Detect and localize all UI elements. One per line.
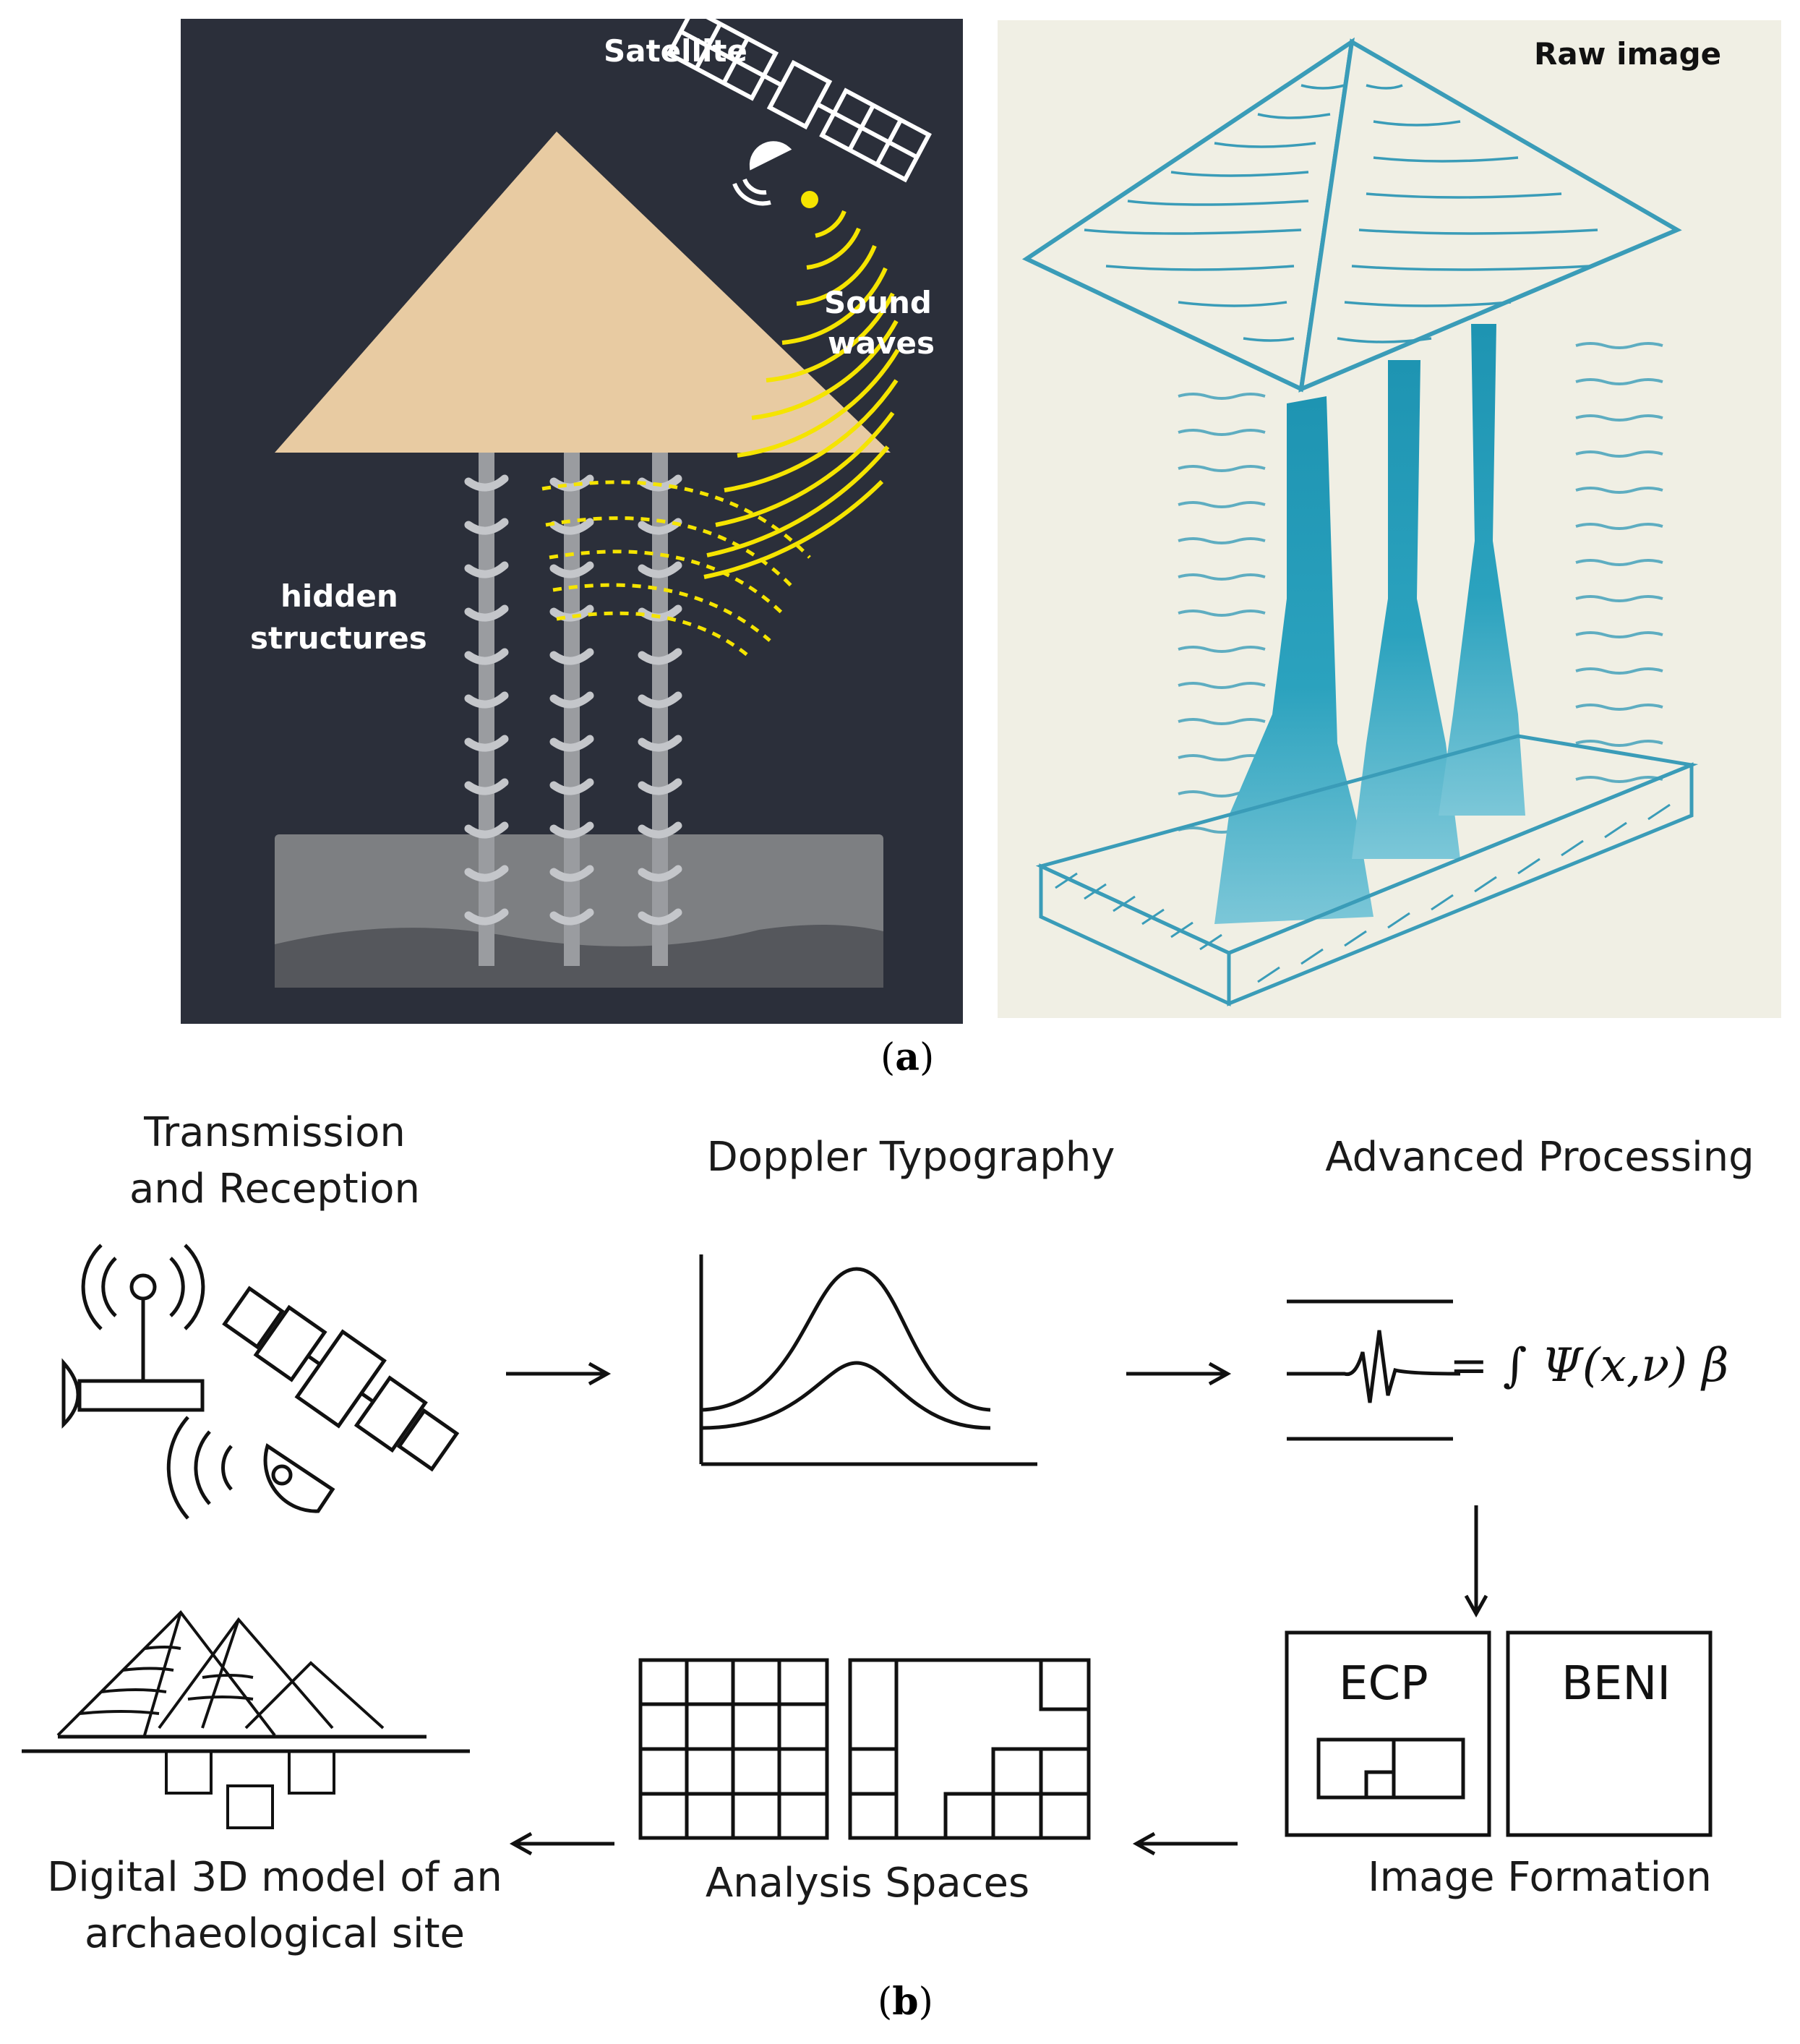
caption-a-open: (: [880, 1036, 896, 1079]
image-formation-boxes: [1285, 1630, 1713, 1837]
box-beni-label: BENI: [1561, 1657, 1671, 1711]
hidden-structures: [464, 453, 682, 966]
transmission-label: Transmission and Reception: [65, 1105, 484, 1218]
reflected-waves: [541, 480, 811, 660]
satellite-label: Satellite: [604, 33, 747, 69]
digital-3d-model-icon: [22, 1609, 470, 1829]
raw-image-panel: Raw image: [998, 20, 1781, 1018]
raw-image-illustration: [1021, 37, 1699, 1006]
sound-waves: [703, 210, 900, 579]
box-ecp-label: ECP: [1339, 1657, 1428, 1711]
caption-b-letter: b: [892, 1980, 919, 2024]
digital-model-label-line-2: archaeological site: [85, 1910, 465, 1957]
doppler-curves: [699, 1254, 1037, 1466]
image-formation-label: Image Formation: [1368, 1854, 1712, 1901]
pyramid-outline: [1021, 37, 1682, 393]
sar-illustration: [275, 19, 932, 988]
pyramid-hatching: [1084, 84, 1598, 343]
transmission-label-line-1: Transmission: [144, 1109, 406, 1156]
doppler-label: Doppler Typography: [706, 1134, 1115, 1181]
hidden-label-line-1: hidden: [280, 578, 398, 614]
formula-text: = ∫ Ψ(x,ν) β: [1449, 1339, 1729, 1393]
analysis-grids: [638, 1658, 1091, 1840]
caption-a-close: ): [920, 1036, 935, 1079]
caption-a: (a): [880, 1035, 934, 1079]
scan-lines: [1178, 342, 1663, 834]
arrow-right-1: [506, 1361, 612, 1386]
arrow-left-1: [1132, 1831, 1238, 1856]
digital-model-label: Digital 3D model of an archaeological si…: [0, 1850, 549, 1962]
antenna-satellite-icon: [61, 1244, 460, 1520]
arrow-left-2: [509, 1831, 614, 1856]
sar-illustration-panel: Satellite Sound waves hidden structures: [181, 19, 963, 1024]
caption-a-letter: a: [895, 1035, 920, 1079]
hidden-label-line-2: structures: [250, 620, 427, 656]
pyramid: [275, 132, 891, 453]
base-slab: [1035, 734, 1699, 1006]
digital-model-label-line-1: Digital 3D model of an: [47, 1854, 502, 1901]
raw-image-label: Raw image: [1534, 36, 1722, 72]
processing-signal-icon: [1287, 1299, 1461, 1441]
caption-b: (b): [878, 1980, 933, 2024]
advanced-processing-label: Advanced Processing: [1325, 1134, 1754, 1181]
transmission-label-line-2: and Reception: [129, 1166, 421, 1213]
detected-structures: [1214, 324, 1525, 924]
signal-dot: [801, 191, 818, 208]
analysis-spaces-label: Analysis Spaces: [705, 1860, 1030, 1907]
sound-label-line-2: waves: [828, 325, 935, 361]
arrow-right-2: [1126, 1361, 1232, 1386]
satellite-icon: [666, 19, 932, 206]
arrow-down: [1464, 1505, 1488, 1618]
sound-label-line-1: Sound: [824, 285, 932, 320]
caption-b-close: ): [918, 1980, 933, 2024]
caption-b-open: (: [878, 1980, 893, 2024]
